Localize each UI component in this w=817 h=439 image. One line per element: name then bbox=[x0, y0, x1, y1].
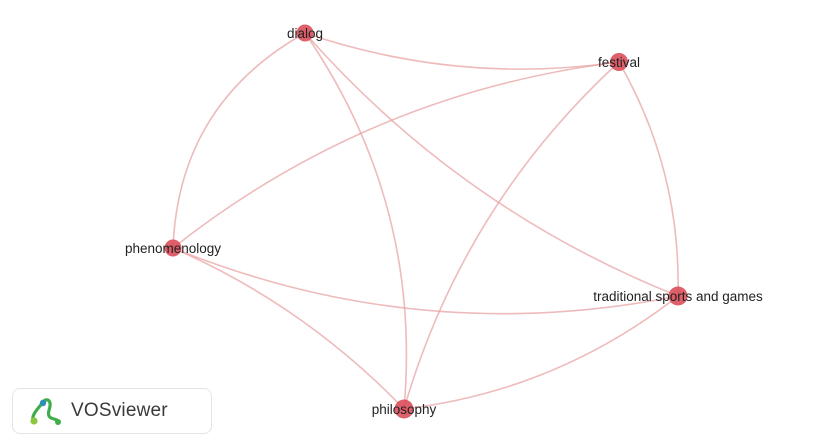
node-label-dialog[interactable]: dialog bbox=[287, 26, 323, 41]
edge-festival-phenomenology bbox=[172, 61, 620, 249]
node-layer bbox=[164, 24, 688, 419]
edge-dialog-philosophy bbox=[304, 32, 408, 410]
node-traditional[interactable] bbox=[668, 286, 688, 306]
node-label-festival[interactable]: festival bbox=[598, 55, 640, 70]
node-label-traditional[interactable]: traditional sports and games bbox=[593, 289, 763, 304]
edge-traditional-philosophy bbox=[403, 295, 679, 410]
edge-dialog-festival bbox=[304, 32, 620, 70]
edge-layer bbox=[172, 32, 679, 410]
node-festival[interactable] bbox=[610, 53, 628, 71]
edge-phenomenology-traditional bbox=[172, 247, 679, 315]
node-label-phenomenology[interactable]: phenomenology bbox=[125, 241, 221, 256]
node-label-philosophy[interactable]: philosophy bbox=[372, 402, 437, 417]
node-dialog[interactable] bbox=[296, 24, 314, 42]
node-phenomenology[interactable] bbox=[164, 239, 182, 257]
edge-dialog-traditional bbox=[304, 32, 679, 297]
vosviewer-badge[interactable]: VOSviewer bbox=[12, 388, 212, 434]
vosviewer-wordmark: VOSviewer bbox=[71, 400, 168, 421]
edge-phenomenology-philosophy bbox=[172, 247, 405, 410]
label-layer: dialog festival phenomenology traditional s… bbox=[125, 26, 763, 417]
vosviewer-logo-icon bbox=[30, 398, 61, 425]
edge-festival-philosophy bbox=[403, 61, 620, 410]
edge-dialog-phenomenology bbox=[172, 32, 306, 249]
edge-festival-traditional bbox=[618, 61, 679, 297]
node-philosophy[interactable] bbox=[394, 399, 414, 419]
